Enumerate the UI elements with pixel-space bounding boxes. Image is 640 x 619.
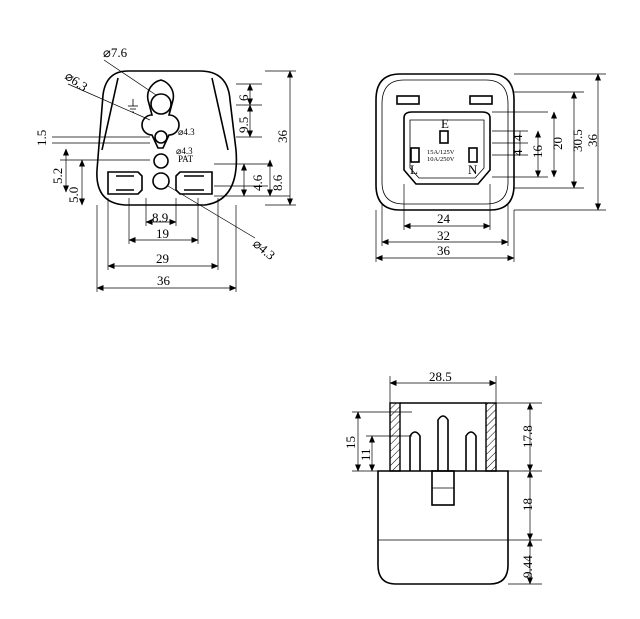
dim-36-v: 36 xyxy=(275,130,290,144)
dim-4-3-c: ⌀4.3 xyxy=(250,236,278,263)
dim-s-4a: 4 xyxy=(510,134,525,141)
dim-s-30-5: 30.5 xyxy=(570,129,585,152)
dim-s-36v: 36 xyxy=(585,134,600,148)
dim-sd-15: 15 xyxy=(343,436,358,449)
dim-s-32: 32 xyxy=(437,228,450,243)
dim-36-h: 36 xyxy=(157,273,171,288)
dim-s-4b: 4 xyxy=(510,149,525,156)
dim-s-16: 16 xyxy=(530,145,545,159)
dim-sd-9-44: 9.44 xyxy=(520,555,535,578)
socket-latch-left xyxy=(396,95,420,105)
side-pin-right xyxy=(465,431,477,471)
dim-s-24: 24 xyxy=(437,211,451,226)
dim-1-5: 1.5 xyxy=(34,130,49,146)
side-wall-right xyxy=(485,402,497,472)
dim-7-6: ⌀7.6 xyxy=(103,45,128,60)
socket-inner-edge xyxy=(381,79,509,205)
pat-label: PAT xyxy=(178,154,194,164)
leader-7-6 xyxy=(103,59,157,96)
front-inner-shoulder xyxy=(101,77,229,151)
earth-symbol-icon xyxy=(128,99,138,113)
pin-hole-4-3-top xyxy=(154,130,168,144)
pin-e xyxy=(439,130,449,144)
c13-socket-outer xyxy=(403,111,491,185)
dim-sd-17-8: 17.8 xyxy=(520,425,535,448)
earth-keyhole xyxy=(141,79,180,149)
side-pin-center xyxy=(437,415,449,471)
rating-line-2: 10A/250V xyxy=(427,156,455,163)
dim-sd-28-5: 28.5 xyxy=(429,369,452,384)
dim-s-36h: 36 xyxy=(437,243,451,258)
pin-hole-4-3-bottom xyxy=(152,172,170,190)
side-view: 28.5 15 11 17.8 18 9.44 xyxy=(343,369,542,585)
pin-n xyxy=(468,147,478,163)
pin-hole-4-3-mid xyxy=(153,153,169,169)
dim-8-9: 8.9 xyxy=(152,210,168,225)
dim-4-3-a: ⌀4.3 xyxy=(178,127,195,137)
side-wall-left xyxy=(389,402,401,472)
left-slot xyxy=(107,171,143,195)
front-outline xyxy=(96,70,238,206)
dim-9-5: 9.5 xyxy=(236,117,251,133)
leader-4-3-c xyxy=(167,185,256,239)
leader-6-3 xyxy=(67,83,151,121)
dim-19: 19 xyxy=(156,226,169,241)
pin-n-label: N xyxy=(468,162,478,177)
dim-s-20: 20 xyxy=(550,137,565,150)
dim-29: 29 xyxy=(156,251,169,266)
pin-l xyxy=(410,147,420,163)
dim-8-6: 8.6 xyxy=(270,174,285,191)
socket-outline xyxy=(375,73,515,211)
socket-view: E L N 15A/125V 10A/250V 4 4 16 20 30.5 3… xyxy=(375,73,606,262)
socket-latch-right xyxy=(469,95,493,105)
rating-line-1: 15A/125V xyxy=(427,149,455,156)
dim-6: 6 xyxy=(236,94,251,101)
pin-l-label: L xyxy=(410,162,418,177)
side-body xyxy=(377,470,509,585)
right-slot xyxy=(175,171,213,195)
side-pin-left xyxy=(409,431,421,471)
pin-hole-7-6 xyxy=(150,93,172,115)
pin-e-label: E xyxy=(441,116,449,131)
dim-sd-11: 11 xyxy=(358,448,373,461)
dim-4-6: 4.6 xyxy=(250,174,265,191)
dim-6-3: ⌀6.3 xyxy=(62,68,90,94)
dim-sd-18: 18 xyxy=(520,498,535,511)
dim-4-3-b: ⌀4.3 xyxy=(176,146,193,156)
front-view: ⌀7.6 ⌀6.3 ⌀4.3 ⌀4.3 PAT ⌀4.3 1.5 5.2 5.0… xyxy=(34,45,296,292)
dim-5-0: 5.0 xyxy=(66,187,81,203)
c13-socket-inner xyxy=(409,119,485,179)
dim-5-2: 5.2 xyxy=(50,168,65,184)
